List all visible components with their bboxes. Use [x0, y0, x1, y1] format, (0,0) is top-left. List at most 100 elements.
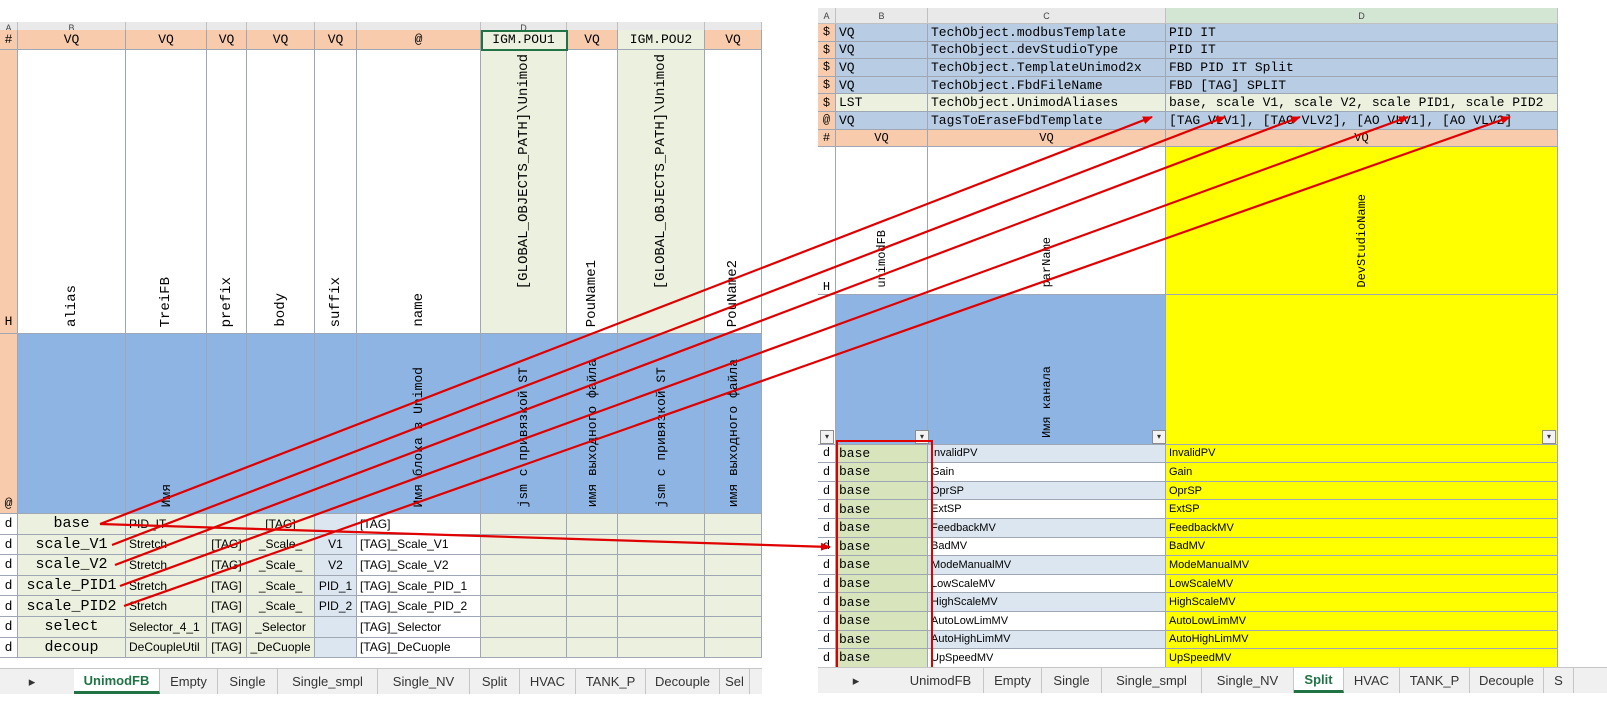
row-marker[interactable]: @ [818, 112, 836, 130]
prefix-cell[interactable]: [TAG] [207, 637, 247, 659]
row-marker[interactable]: d [818, 556, 836, 575]
prefix-cell[interactable]: [TAG] [207, 555, 247, 576]
alias-cell[interactable]: base [18, 514, 126, 535]
description-cell[interactable]: имя выходного файла [705, 334, 762, 514]
body-cell[interactable]: _DeCuople [247, 637, 315, 659]
description-cell[interactable]: Имя блока в Unimod [357, 334, 481, 514]
vq-type-cell[interactable]: IGM.POU2 [618, 30, 705, 50]
row-marker[interactable]: d [818, 519, 836, 538]
body-cell[interactable]: _Scale_ [247, 596, 315, 617]
description-cell[interactable] [207, 334, 247, 514]
header-field-cell[interactable]: PouName2 [705, 50, 762, 334]
alias-cell[interactable]: select [18, 617, 126, 638]
row-marker[interactable]: d [818, 537, 836, 557]
name-cell[interactable]: [TAG]_Scale_PID_2 [357, 596, 481, 617]
empty-cell[interactable] [618, 575, 705, 597]
sheet-tab-unimodfb[interactable]: UnimodFB [74, 669, 160, 694]
parname-cell[interactable]: FeedbackMV [928, 519, 1166, 538]
column-header-letter[interactable]: A [818, 8, 836, 24]
row-marker[interactable]: d [818, 463, 836, 482]
empty-cell[interactable] [618, 534, 705, 556]
body-cell[interactable]: [TAG] [247, 514, 315, 535]
empty-cell[interactable] [705, 617, 762, 638]
empty-cell[interactable] [705, 514, 762, 535]
property-name-cell[interactable]: TechObject.UnimodAliases [928, 94, 1166, 112]
property-type-cell[interactable]: VQ [836, 112, 928, 130]
description-cell[interactable] [247, 334, 315, 514]
row-marker[interactable]: d [0, 637, 18, 659]
filter-dropdown-icon[interactable]: ▾ [820, 429, 834, 444]
column-header-letter[interactable]: C [928, 8, 1166, 24]
parname-cell[interactable]: ExtSP [928, 500, 1166, 519]
row-marker[interactable]: @ [0, 334, 18, 514]
vq-type-cell[interactable]: VQ [1166, 129, 1558, 147]
header-field-cell[interactable]: DevStudioName [1166, 146, 1558, 295]
row-marker[interactable]: H [818, 146, 836, 295]
sheet-tab-tank_p[interactable]: TANK_P [576, 669, 646, 694]
empty-cell[interactable] [705, 534, 762, 556]
suffix-cell[interactable]: PID_2 [315, 596, 357, 617]
empty-cell[interactable] [618, 596, 705, 617]
unimodfb-cell[interactable]: base [836, 612, 928, 631]
devstudioname-cell[interactable]: LowScaleMV [1166, 574, 1558, 594]
header-field-cell[interactable]: parName [928, 146, 1166, 295]
empty-cell[interactable] [705, 575, 762, 597]
sheet-tab-tank_p[interactable]: TANK_P [1400, 668, 1470, 693]
row-marker[interactable]: d [818, 444, 836, 464]
next-sheet-arrow-icon[interactable]: ▸ [852, 672, 860, 688]
body-cell[interactable]: _Scale_ [247, 534, 315, 556]
row-marker[interactable]: d [818, 481, 836, 501]
empty-cell[interactable] [481, 596, 567, 617]
description-cell[interactable]: имя выходного файла [567, 334, 618, 514]
sheet-tab-sel[interactable]: Sel [720, 669, 750, 694]
row-marker[interactable]: d [0, 575, 18, 597]
description-cell[interactable] [1166, 294, 1558, 445]
vq-type-cell[interactable]: VQ [126, 30, 207, 50]
vq-type-cell[interactable]: VQ [18, 30, 126, 50]
suffix-cell[interactable] [315, 617, 357, 638]
row-marker[interactable]: $ [818, 94, 836, 112]
devstudioname-cell[interactable]: HighScaleMV [1166, 593, 1558, 612]
description-cell[interactable] [18, 334, 126, 514]
header-field-cell[interactable]: body [247, 50, 315, 334]
description-cell[interactable]: jsm с привязкой ST [481, 334, 567, 514]
next-sheet-arrow-icon[interactable]: ▸ [28, 673, 36, 689]
sheet-tab-single_smpl[interactable]: Single_smpl [278, 669, 378, 694]
row-marker[interactable]: d [818, 612, 836, 631]
devstudioname-cell[interactable]: FeedbackMV [1166, 519, 1558, 538]
body-cell[interactable]: _Scale_ [247, 555, 315, 576]
sheet-tab-split[interactable]: Split [1294, 668, 1344, 693]
property-value-cell[interactable]: FBD [TAG] SPLIT [1166, 76, 1558, 95]
column-header-letter[interactable]: B [836, 8, 928, 24]
vq-type-cell[interactable]: VQ [928, 129, 1166, 147]
prefix-cell[interactable]: [TAG] [207, 534, 247, 556]
filter-dropdown-icon[interactable]: ▾ [1152, 429, 1166, 444]
empty-cell[interactable] [705, 555, 762, 576]
parname-cell[interactable]: OprSP [928, 481, 1166, 501]
description-cell[interactable]: Имя канала [928, 294, 1166, 445]
sheet-tab-s[interactable]: S [1544, 668, 1574, 693]
property-name-cell[interactable]: TechObject.TemplateUnimod2x [928, 59, 1166, 77]
empty-cell[interactable] [481, 637, 567, 659]
vq-type-cell[interactable]: @ [357, 30, 481, 50]
parname-cell[interactable]: Gain [928, 463, 1166, 482]
property-type-cell[interactable]: VQ [836, 76, 928, 95]
header-field-cell[interactable]: unimodFB [836, 146, 928, 295]
empty-cell[interactable] [481, 534, 567, 556]
row-marker[interactable]: d [818, 649, 836, 668]
suffix-cell[interactable] [315, 514, 357, 535]
sheet-tab-hvac[interactable]: HVAC [1344, 668, 1400, 693]
empty-cell[interactable] [618, 637, 705, 659]
devstudioname-cell[interactable]: AutoLowLimMV [1166, 612, 1558, 631]
row-marker[interactable]: $ [818, 41, 836, 60]
name-cell[interactable]: [TAG]_Scale_V1 [357, 534, 481, 556]
parname-cell[interactable]: UpSpeedMV [928, 649, 1166, 668]
sheet-tab-single_nv[interactable]: Single_NV [378, 669, 470, 694]
header-field-cell[interactable]: suffix [315, 50, 357, 334]
devstudioname-cell[interactable]: OprSP [1166, 481, 1558, 501]
property-name-cell[interactable]: TagsToEraseFbdTemplate [928, 112, 1166, 130]
alias-cell[interactable]: scale_V2 [18, 555, 126, 576]
suffix-cell[interactable]: V2 [315, 555, 357, 576]
property-type-cell[interactable]: VQ [836, 59, 928, 77]
sheet-tab-split[interactable]: Split [470, 669, 520, 694]
